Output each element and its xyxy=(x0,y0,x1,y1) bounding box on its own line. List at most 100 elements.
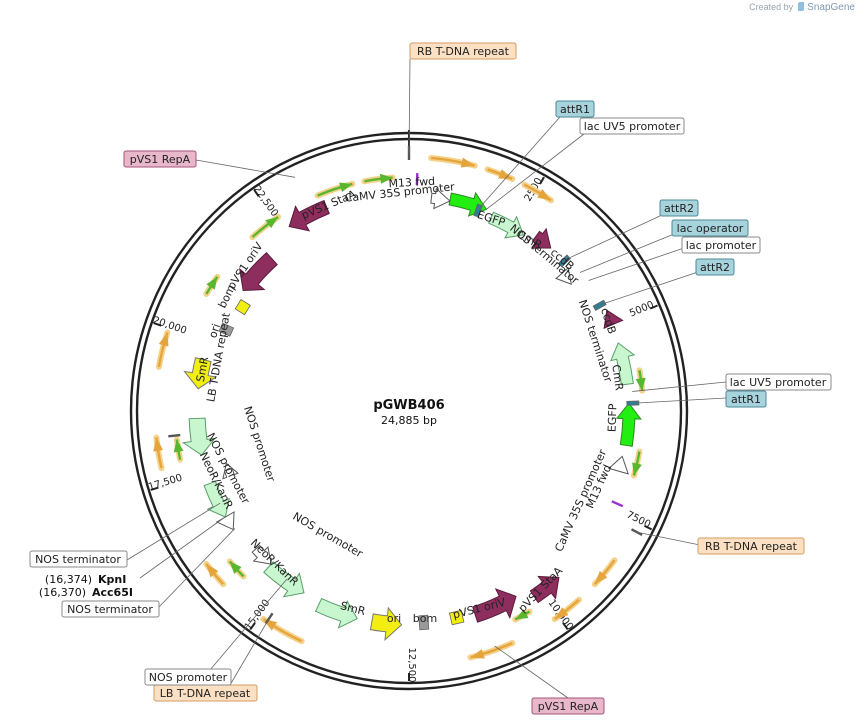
nos-prom-inner-left[interactable] xyxy=(222,462,239,480)
pvs1-oriv-square-bottom[interactable] xyxy=(449,609,465,626)
callout-lac-operator[interactable]: lac operator xyxy=(671,219,749,237)
leader-attr2-a xyxy=(565,214,663,260)
green-direction-arrow-head xyxy=(265,217,279,229)
tick-mark xyxy=(649,304,658,310)
ccdb-feature-top[interactable] xyxy=(530,227,552,249)
label-nos-prom-inner-bottom: NOS promoter xyxy=(291,510,366,561)
orange-direction-arrow-head xyxy=(158,332,169,347)
tick-mark xyxy=(150,486,159,491)
green-direction-arrow-head xyxy=(206,276,218,290)
bom-feature-bottom[interactable] xyxy=(418,614,430,631)
callout-text: attR1 xyxy=(560,103,590,116)
callout-pvs1-repa-top[interactable]: pVS1 RepA xyxy=(123,150,197,168)
callout-text: RB T-DNA repeat xyxy=(417,45,510,58)
pvs1-staa-feature-bottom[interactable] xyxy=(529,575,560,604)
camv-feature-right[interactable] xyxy=(607,455,629,475)
camv-feature-top[interactable] xyxy=(430,187,451,210)
label-ori-left: ori xyxy=(206,322,223,340)
green-direction-arrow-head xyxy=(379,173,393,184)
site-acc65i-pos: (16,370) xyxy=(39,586,86,599)
egfp-feature-right[interactable] xyxy=(615,402,642,447)
callout-text: lac promoter xyxy=(686,239,757,252)
cmr-feature-top[interactable] xyxy=(488,211,525,239)
callout-attr2-b[interactable]: attR2 xyxy=(695,258,735,276)
feature-shapes xyxy=(168,146,643,641)
nos-prom-feature-bottom-left[interactable] xyxy=(251,544,272,565)
callout-rb-tdna-right[interactable]: RB T-DNA repeat xyxy=(697,537,805,555)
tick-mark xyxy=(253,189,260,197)
callout-attr1-top[interactable]: attR1 xyxy=(555,100,595,118)
site-kpni[interactable]: (16,374) KpnI xyxy=(45,573,126,586)
leader-lac-operator xyxy=(579,233,675,273)
callout-lac-promoter[interactable]: lac promoter xyxy=(681,236,761,254)
leader-nos-promoter xyxy=(209,579,288,671)
callout-attr1-right[interactable]: attR1 xyxy=(725,390,767,408)
nos-term-feature-left[interactable] xyxy=(215,511,235,531)
pvs1-oriv-feature-bottom[interactable] xyxy=(472,588,517,623)
callout-text: attR2 xyxy=(700,261,730,274)
tick-label: 7500 xyxy=(625,510,653,531)
label-ori-bottom: ori xyxy=(387,612,401,625)
leader-nos-term-lower xyxy=(157,528,236,609)
smr-feature-bottom[interactable] xyxy=(314,597,358,629)
tick-label: 17,500 xyxy=(147,472,184,493)
callout-text: NOS terminator xyxy=(67,603,153,616)
pvs1-oriv-square-left[interactable] xyxy=(234,299,251,316)
tick-mark xyxy=(153,322,162,327)
plasmid-length: 24,885 bp xyxy=(381,414,437,427)
callout-pvs1-repa-bottom[interactable]: pVS1 RepA xyxy=(531,697,605,715)
ori-feature-left[interactable] xyxy=(183,357,218,390)
bom-feature-left[interactable] xyxy=(218,322,235,337)
callout-text: pVS1 RepA xyxy=(538,700,599,713)
leader-attr2-b xyxy=(601,271,699,305)
leader-lb-tdna xyxy=(229,618,270,686)
callout-text: pVS1 RepA xyxy=(130,153,191,166)
ccdb-feature-right[interactable] xyxy=(603,309,624,329)
callout-lac-uv5-top[interactable]: lac UV5 promoter xyxy=(579,117,685,135)
leader-rb-tdna-top xyxy=(408,58,411,154)
callout-text: RB T-DNA repeat xyxy=(705,540,798,553)
attr2-feature-a[interactable] xyxy=(557,254,571,268)
lb-tdna-feature-left xyxy=(168,433,181,438)
green-direction-arrow-head xyxy=(632,462,642,476)
neor-feature-left[interactable] xyxy=(203,480,230,518)
m13-fwd-feature-right xyxy=(611,500,624,508)
orange-direction-arrow-head xyxy=(554,607,569,620)
orange-direction-arrow-head xyxy=(594,571,608,585)
callout-text: attR2 xyxy=(664,202,694,215)
callout-nos-term-lower[interactable]: NOS terminator xyxy=(61,600,160,618)
tick-mark xyxy=(562,622,569,631)
cmr-feature-right[interactable] xyxy=(609,342,636,386)
ori-feature-bottom[interactable] xyxy=(369,606,403,641)
attr2-feature-b[interactable] xyxy=(592,299,607,311)
callout-text: lac operator xyxy=(677,222,744,235)
callout-rb-tdna-top[interactable]: RB T-DNA repeat xyxy=(409,42,517,60)
orange-direction-arrow-head xyxy=(460,157,475,168)
label-smr-bottom: SmR xyxy=(339,599,367,618)
leader-lac-uv5-right xyxy=(632,381,727,392)
green-direction-arrow-head xyxy=(173,439,184,453)
tick-mark xyxy=(249,622,256,631)
callout-attr2-a[interactable]: attR2 xyxy=(659,199,699,217)
green-direction-arrow-head xyxy=(339,182,353,193)
nos-term-feature-top[interactable] xyxy=(555,266,572,285)
label-bom-bottom: bom xyxy=(413,612,437,625)
label-nos-prom-inner-left: NOS promoter xyxy=(241,405,278,484)
callout-lb-tdna[interactable]: LB T-DNA repeat xyxy=(153,684,258,702)
leader-attr1-right xyxy=(634,397,727,404)
site-acc65i[interactable]: (16,370) Acc65I xyxy=(39,586,133,599)
callout-nos-term-upper[interactable]: NOS terminator xyxy=(29,550,128,568)
tick-mark xyxy=(539,176,545,185)
neor-feature-bottom[interactable] xyxy=(263,561,305,598)
label-m13-fwd-top: M13 fwd xyxy=(388,175,435,190)
leader-pvs1-repa-bottom xyxy=(494,645,569,699)
smr-feature-left[interactable] xyxy=(181,417,217,456)
pvs1-staa-feature-top[interactable] xyxy=(288,199,330,232)
callout-lac-uv5-right[interactable]: lac UV5 promoter xyxy=(725,373,832,391)
callout-nos-promoter-box[interactable]: NOS promoter xyxy=(144,668,232,686)
label-ccdb-right: ccdB xyxy=(598,306,619,335)
leader-attr1-top xyxy=(478,116,561,209)
leader-nos-term-upper xyxy=(126,502,221,561)
pvs1-oriv-feature-left[interactable] xyxy=(238,252,278,292)
